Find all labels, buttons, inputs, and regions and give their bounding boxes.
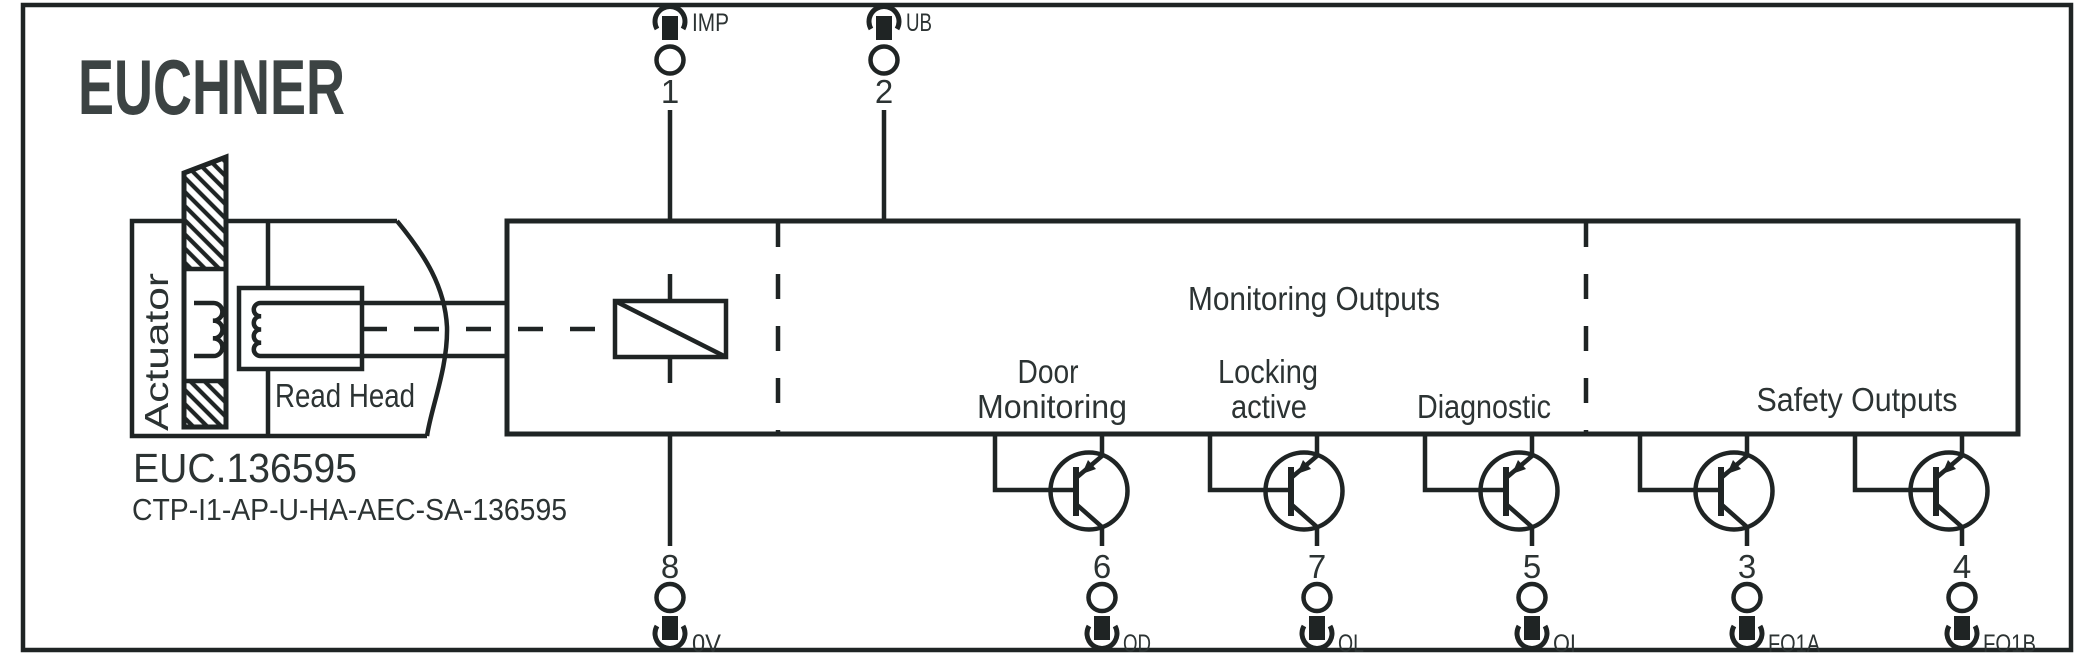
read-head-coil-icon (251, 300, 507, 359)
door-hatch-bottom (184, 381, 226, 427)
read-head (236, 285, 606, 372)
pin-number: 5 (1523, 548, 1541, 585)
terminal-8-0v: 8 0V (655, 434, 721, 658)
signal-label: OD (1123, 630, 1151, 658)
terminal-2-ub: 2 UB (869, 7, 932, 221)
pnp-transistor-icon (995, 432, 1128, 546)
signal-label: IMP (692, 9, 729, 37)
monitoring-outputs-title: Monitoring Outputs (1188, 280, 1440, 317)
plug-terminal-icon (1517, 584, 1547, 648)
pin-number: 2 (875, 73, 893, 110)
pnp-transistor-icon (1425, 432, 1558, 546)
signal-label: OL (1338, 630, 1364, 658)
door-with-actuator (181, 153, 229, 430)
actuator-enclosure (129, 218, 450, 439)
page-border (20, 2, 2074, 653)
signal-label: 0V (692, 630, 721, 658)
controller-block (504, 218, 2021, 437)
actuator-label: Actuator (138, 273, 175, 431)
plug-terminal-icon (1732, 584, 1762, 648)
enclosure-outline (129, 218, 427, 439)
read-head-label: Read Head (275, 377, 415, 414)
plug-terminal-icon (1947, 584, 1977, 648)
plug-terminal-icon (1087, 584, 1117, 648)
plug-terminal-icon (1302, 584, 1332, 648)
plug-terminal-icon (655, 7, 685, 74)
plug-terminal-icon (869, 7, 899, 74)
pin-number: 1 (661, 73, 679, 110)
pnp-transistor-icon (1210, 432, 1343, 546)
locking-active-label-line2: active (1231, 388, 1307, 425)
type-designation: CTP-I1-AP-U-HA-AEC-SA-136595 (132, 492, 567, 527)
door-monitoring-label-line2: Monitoring (977, 388, 1127, 425)
terminal-7-ol: 7 OL (1210, 432, 1364, 658)
pin-number: 6 (1093, 548, 1111, 585)
signal-label: UB (906, 9, 932, 37)
terminal-3-fo1a: 3 FO1A (1640, 432, 1820, 658)
brand-logo: EUCHNER (78, 43, 345, 131)
terminal-4-fo1b: 4 FO1B (1855, 432, 2036, 658)
relay-symbol (612, 274, 729, 383)
terminal-5-oi: 5 OI (1425, 432, 1576, 658)
terminal-1-imp: 1 IMP (655, 7, 729, 221)
pin-number: 4 (1953, 548, 1971, 585)
pin-number: 7 (1308, 548, 1326, 585)
pnp-transistor-icon (1855, 432, 1988, 546)
plug-terminal-icon (655, 584, 685, 648)
terminal-6-od: 6 OD (995, 432, 1151, 658)
diagnostic-label: Diagnostic (1417, 388, 1551, 425)
signal-label: FO1B (1983, 630, 2036, 658)
pin-number: 8 (661, 548, 679, 585)
pin-number: 3 (1738, 548, 1756, 585)
door-monitoring-label-line1: Door (1018, 353, 1079, 390)
signal-label: FO1A (1768, 630, 1820, 658)
order-code: EUC.136595 (133, 445, 357, 491)
enclosure-break-curve (395, 219, 450, 437)
safety-outputs-title: Safety Outputs (1757, 381, 1958, 418)
locking-active-label-line1: Locking (1218, 353, 1318, 390)
door-bar-outline (181, 153, 229, 430)
pnp-transistor-icon (1640, 432, 1773, 546)
door-hatch-top (184, 157, 226, 269)
signal-label: OI (1553, 630, 1576, 658)
actuator-coil-icon (194, 300, 225, 359)
